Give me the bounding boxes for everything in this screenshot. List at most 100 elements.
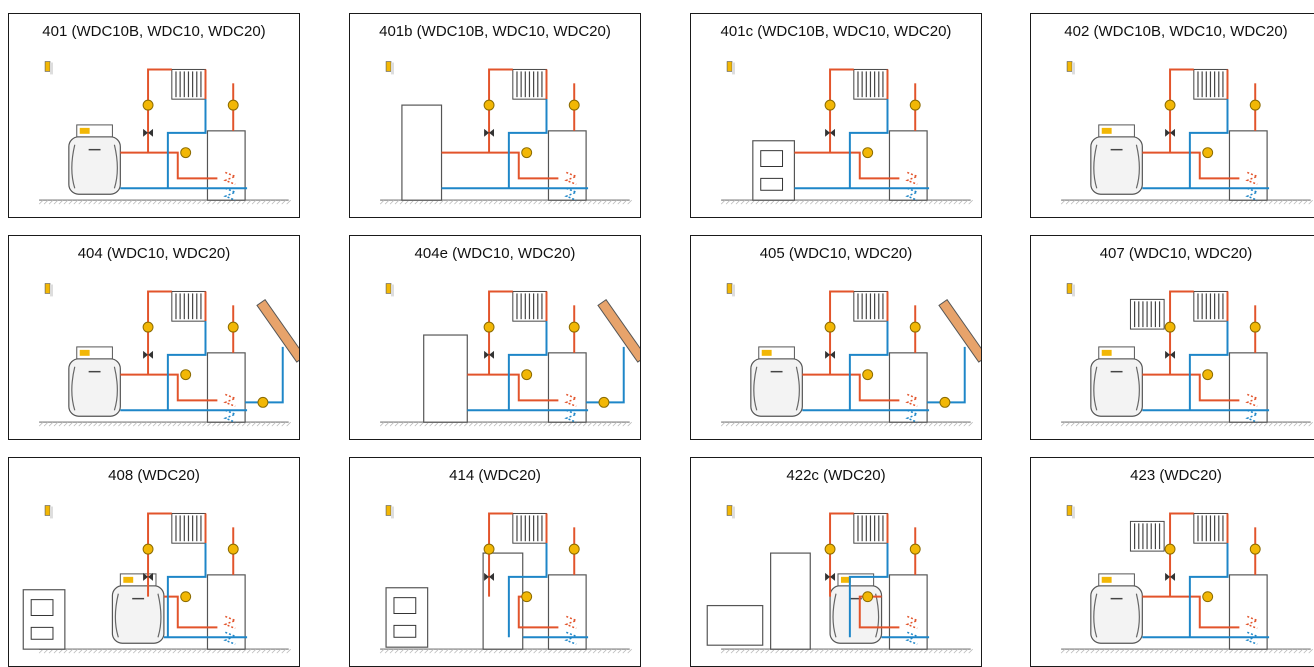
floor-hatch	[251, 421, 257, 427]
floor-hatch	[414, 648, 420, 654]
floor-hatch	[103, 421, 108, 427]
floor-hatch	[528, 199, 533, 205]
room-sensor-icon	[391, 62, 394, 75]
floor-hatch	[1179, 648, 1185, 654]
floor-hatch	[1268, 199, 1274, 205]
pump-icon	[1164, 543, 1176, 555]
floor-hatch	[182, 199, 187, 205]
floor-hatch	[1070, 199, 1076, 205]
floor-hatch	[587, 199, 593, 205]
floor-hatch	[1229, 421, 1234, 427]
floor-hatch	[730, 421, 736, 427]
floor-hatch	[958, 199, 964, 205]
controller-icon	[758, 346, 795, 360]
floor-hatch	[1090, 648, 1096, 654]
scheme-card-404[interactable]: 404 (WDC10, WDC20)	[8, 235, 300, 440]
floor-hatch	[83, 421, 88, 427]
floor-hatch	[1100, 421, 1105, 427]
floor-hatch	[1199, 421, 1205, 427]
hydraulic-diagram	[379, 61, 632, 205]
floor-hatch	[1224, 199, 1229, 205]
pump-icon	[909, 99, 921, 111]
tank-coil	[1245, 409, 1260, 423]
solar-collector-icon	[597, 298, 640, 363]
return-pipe	[927, 346, 966, 404]
floor-hatch	[251, 648, 257, 654]
scheme-card-405[interactable]: 405 (WDC10, WDC20)	[690, 235, 982, 440]
floor-hatch	[1080, 648, 1086, 654]
floor-hatch	[434, 648, 439, 654]
floor-hatch	[439, 199, 444, 205]
floor-hatch	[879, 648, 884, 654]
room-sensor-icon	[44, 505, 51, 516]
floor-hatch	[928, 421, 934, 427]
scheme-card-401[interactable]: 401 (WDC10B, WDC10, WDC20)	[8, 13, 300, 218]
pump-icon	[483, 543, 495, 555]
scheme-card-404e[interactable]: 404e (WDC10, WDC20)	[349, 235, 641, 440]
floor-hatch	[1278, 199, 1284, 205]
floor-hatch	[53, 199, 59, 205]
floor-hatch	[231, 421, 237, 427]
floor-hatch	[187, 421, 192, 427]
floor-hatch	[760, 648, 765, 654]
floor-hatch	[73, 648, 79, 654]
floor-hatch	[1204, 199, 1209, 205]
floor-hatch	[785, 648, 790, 654]
floor-hatch	[765, 421, 770, 427]
scheme-card-408[interactable]: 408 (WDC20)	[8, 457, 300, 667]
pump-icon	[180, 369, 192, 381]
floor-hatch	[513, 199, 519, 205]
floor-hatch	[899, 199, 904, 205]
floor-hatch	[607, 648, 613, 654]
floor-hatch	[760, 199, 765, 205]
floor-hatch	[276, 421, 282, 427]
floor-hatch	[103, 199, 108, 205]
floor-hatch	[968, 199, 973, 205]
floor-hatch	[1080, 199, 1086, 205]
flow-pipe	[802, 373, 900, 402]
floor-hatch	[904, 648, 909, 654]
scheme-card-407[interactable]: 407 (WDC10, WDC20)	[1030, 235, 1314, 440]
tank-coil	[1245, 187, 1260, 201]
storage-tank	[1228, 352, 1268, 423]
flow-pipe	[794, 151, 900, 180]
scheme-card-414[interactable]: 414 (WDC20)	[349, 457, 641, 667]
scheme-card-402[interactable]: 402 (WDC10B, WDC10, WDC20)	[1030, 13, 1314, 218]
floor-hatch	[177, 199, 183, 205]
floor-hatch	[429, 199, 434, 205]
floor-hatch	[829, 199, 835, 205]
floor-hatch	[755, 199, 761, 205]
scheme-card-401c[interactable]: 401c (WDC10B, WDC10, WDC20)	[690, 13, 982, 218]
floor-hatch	[1308, 648, 1313, 654]
floor-hatch	[800, 421, 805, 427]
pump-icon	[568, 543, 580, 555]
floor-hatch	[745, 648, 751, 654]
scheme-card-423[interactable]: 423 (WDC20)	[1030, 457, 1314, 667]
floor-hatch	[43, 199, 49, 205]
floor-hatch	[241, 421, 247, 427]
scheme-title: 408 (WDC20)	[108, 467, 200, 484]
pump-icon	[180, 147, 192, 159]
room-sensor-icon	[385, 505, 392, 516]
return-pipe	[166, 321, 207, 411]
scheme-card-422c[interactable]: 422c (WDC20)	[690, 457, 982, 667]
heat-pump-unit	[750, 358, 803, 417]
return-pipe	[507, 321, 548, 411]
floor-hatch	[627, 199, 632, 205]
floor-hatch	[923, 199, 929, 205]
storage-tank	[206, 352, 246, 423]
floor-hatch	[127, 199, 133, 205]
heat-pump-unit	[68, 136, 121, 195]
floor-hatch	[1194, 421, 1200, 427]
floor-hatch	[409, 648, 415, 654]
floor-hatch	[1189, 421, 1195, 427]
floor-hatch	[844, 199, 850, 205]
floor-hatch	[118, 648, 123, 654]
floor-hatch	[197, 648, 202, 654]
scheme-card-401b[interactable]: 401b (WDC10B, WDC10, WDC20)	[349, 13, 641, 218]
room-sensor-icon	[732, 506, 735, 519]
return-pipe	[1188, 321, 1229, 411]
floor-hatch	[63, 199, 69, 205]
floor-hatch	[1293, 199, 1299, 205]
display-icon	[840, 576, 851, 583]
